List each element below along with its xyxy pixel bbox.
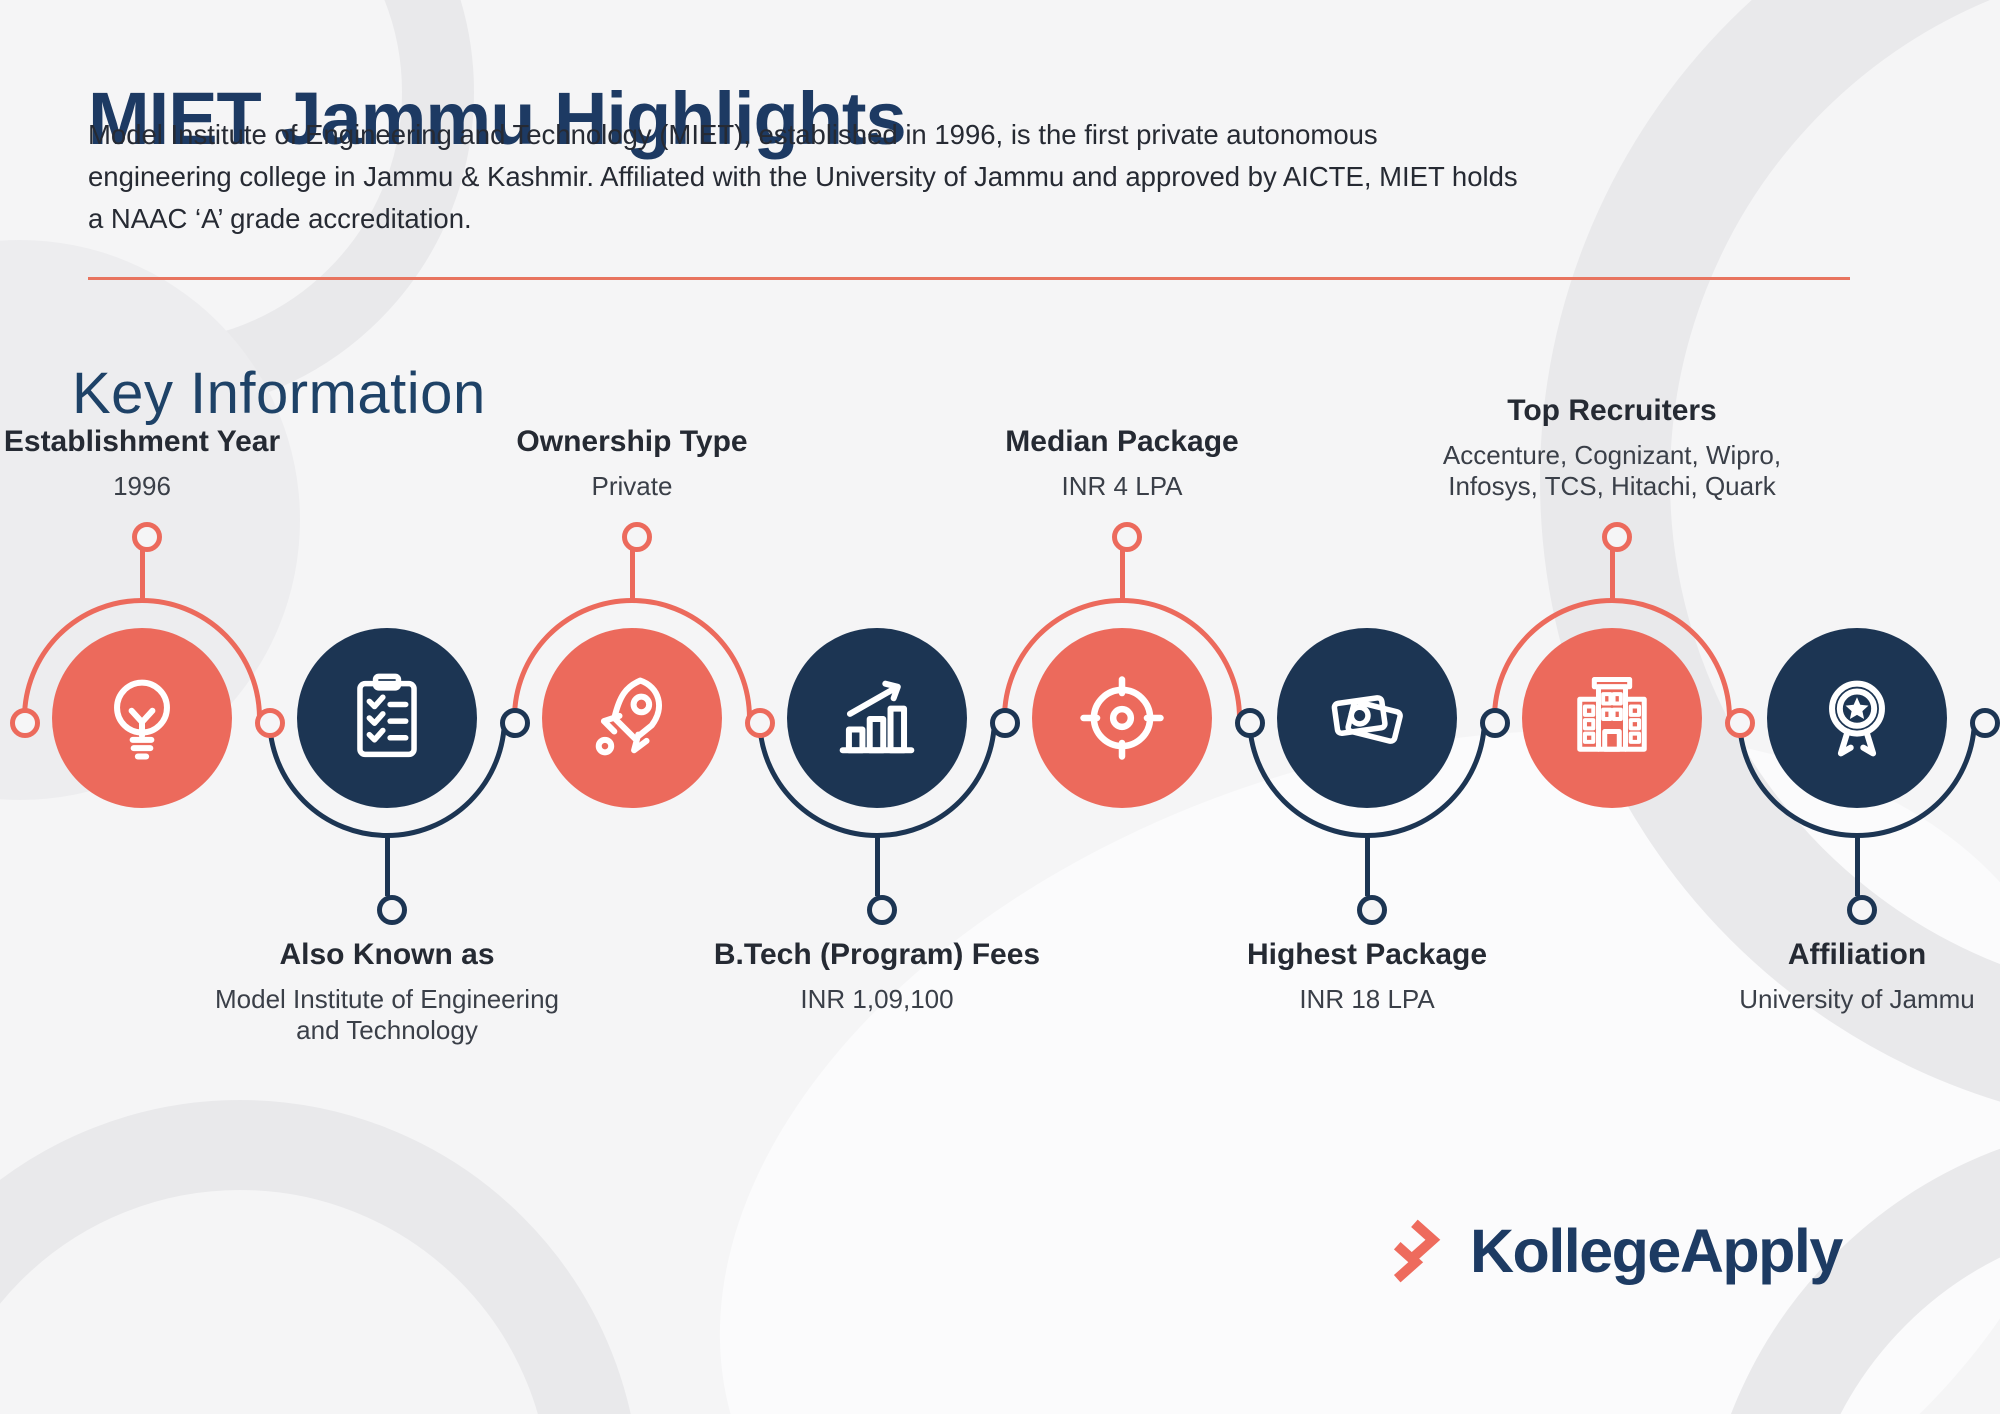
connector-line <box>874 836 880 896</box>
connector-line <box>629 541 635 600</box>
timeline-item-establishment-year: Establishment Year 1996 <box>0 0 322 1414</box>
connector-ring <box>132 522 162 552</box>
item-label: Also Known as Model Institute of Enginee… <box>197 938 577 1046</box>
item-label: Establishment Year 1996 <box>0 402 332 502</box>
timeline-item-top-recruiters: Top Recruiters Accenture, Cognizant, Wip… <box>1432 0 1792 1414</box>
junction-node <box>255 708 285 738</box>
item-value: INR 1,09,100 <box>800 984 954 1014</box>
connector-line <box>1364 836 1370 896</box>
timeline-item-also-known-as: Also Known as Model Institute of Enginee… <box>207 0 567 1414</box>
lightbulb-icon <box>52 628 232 808</box>
item-label: Median Package INR 4 LPA <box>932 402 1312 502</box>
item-value: INR 18 LPA <box>1299 984 1435 1014</box>
connector-ring <box>867 895 897 925</box>
timeline-item-btech-fees: B.Tech (Program) Fees INR 1,09,100 <box>697 0 1057 1414</box>
target-icon <box>1032 628 1212 808</box>
kollegeapply-chevron-icon <box>1393 1219 1441 1283</box>
item-title: Median Package <box>1005 425 1239 458</box>
item-label: Ownership Type Private <box>442 402 822 502</box>
award-ribbon-icon <box>1767 628 1947 808</box>
rocket-icon <box>542 628 722 808</box>
item-label: B.Tech (Program) Fees INR 1,09,100 <box>687 938 1067 1015</box>
item-value-line2: Infosys, TCS, Hitachi, Quark <box>1448 471 1776 501</box>
logo-text: KollegeApply <box>1470 1217 1843 1285</box>
connector-ring <box>622 522 652 552</box>
connector-line <box>1119 541 1125 600</box>
item-title: B.Tech (Program) Fees <box>713 938 1041 971</box>
junction-node <box>1970 708 2000 738</box>
clipboard-checklist-icon <box>297 628 477 808</box>
divider-line <box>88 277 1850 280</box>
item-title: Ownership Type <box>516 425 748 458</box>
junction-node <box>10 708 40 738</box>
item-value: Model Institute of Engineering <box>215 984 559 1014</box>
item-value: INR 4 LPA <box>1061 471 1183 501</box>
connector-ring <box>1847 895 1877 925</box>
intro-line-1: Model Institute of Engineering and Techn… <box>88 119 1378 150</box>
junction-node <box>1480 708 1510 738</box>
connector-line <box>1609 541 1615 600</box>
junction-node <box>500 708 530 738</box>
connector-line <box>384 836 390 896</box>
item-label: Highest Package INR 18 LPA <box>1177 938 1557 1015</box>
item-value: 1996 <box>113 471 171 501</box>
item-title: Also Known as <box>279 938 495 971</box>
timeline-item-median-package: Median Package INR 4 LPA <box>942 0 1302 1414</box>
kollegeapply-logo: KollegeApply <box>1388 1216 1843 1286</box>
connector-ring <box>1602 522 1632 552</box>
intro-paragraph: Model Institute of Engineering and Techn… <box>88 114 1518 240</box>
item-value: Accenture, Cognizant, Wipro, <box>1442 440 1782 470</box>
junction-node <box>1725 708 1755 738</box>
building-icon <box>1522 628 1702 808</box>
page-title: MIET Jammu Highlights <box>88 76 907 160</box>
intro-line-2: engineering college in Jammu & Kashmir. … <box>88 161 1518 192</box>
money-bills-icon <box>1277 628 1457 808</box>
connector-line <box>1854 836 1860 896</box>
connector-ring <box>1112 522 1142 552</box>
section-title: Key Information <box>72 361 486 427</box>
connector-ring <box>1357 895 1387 925</box>
item-title: Top Recruiters <box>1507 394 1717 427</box>
item-label: Affiliation University of Jammu <box>1667 938 2000 1015</box>
item-value: Private <box>591 471 673 501</box>
timeline-item-highest-package: Highest Package INR 18 LPA <box>1187 0 1547 1414</box>
connector-ring <box>377 895 407 925</box>
connector-line <box>139 541 145 600</box>
item-value: University of Jammu <box>1739 984 1975 1014</box>
junction-node <box>990 708 1020 738</box>
item-title: Affiliation <box>1787 938 1927 971</box>
timeline-item-ownership-type: Ownership Type Private <box>452 0 812 1414</box>
item-value-line2: and Technology <box>296 1015 478 1045</box>
timeline-item-affiliation: Affiliation University of Jammu <box>1677 0 2000 1414</box>
item-title: Highest Package <box>1246 938 1488 971</box>
growth-chart-icon <box>787 628 967 808</box>
item-label: Top Recruiters Accenture, Cognizant, Wip… <box>1422 394 1802 502</box>
item-title: Establishment Year <box>3 425 281 458</box>
intro-line-3: a NAAC ‘A’ grade accreditation. <box>88 203 472 234</box>
junction-node <box>1235 708 1265 738</box>
junction-node <box>745 708 775 738</box>
